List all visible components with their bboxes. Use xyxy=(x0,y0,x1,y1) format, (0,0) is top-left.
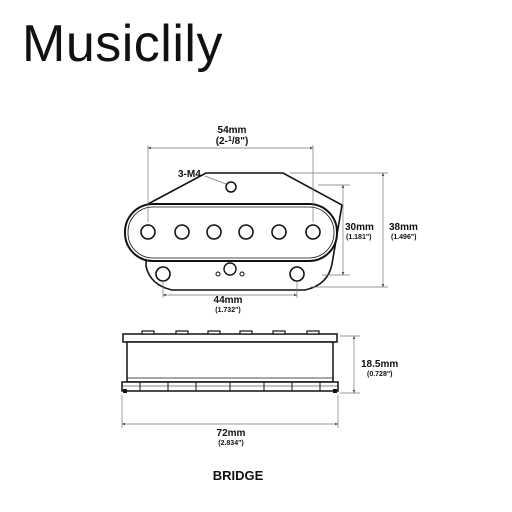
screw-label: 3-M4 xyxy=(178,169,201,180)
height-30-imperial: (1.181") xyxy=(346,234,372,241)
pole-piece xyxy=(174,224,190,240)
pole-piece xyxy=(140,224,156,240)
pole-piece xyxy=(305,224,321,240)
side-dimensions xyxy=(121,335,360,428)
mount-hole-left xyxy=(155,266,171,282)
brand-logo: Musiclily xyxy=(22,15,223,73)
side-baseplate-ticks xyxy=(139,382,321,391)
side-body xyxy=(126,341,334,383)
height-30-metric: 30mm xyxy=(345,222,374,233)
mount-hole-top xyxy=(225,181,237,193)
width-54-metric: 54mm xyxy=(218,125,247,136)
width-72-imperial: (2.834") xyxy=(218,440,244,447)
width-54-imperial: (2-1/8") xyxy=(216,136,249,147)
side-view xyxy=(121,330,339,393)
pickup-body xyxy=(124,203,338,262)
pole-piece xyxy=(271,224,287,240)
side-top-flange xyxy=(122,333,338,343)
small-hole xyxy=(239,271,245,277)
side-pole-tops xyxy=(141,330,320,335)
top-dimensions xyxy=(147,145,388,298)
height-38-imperial: (1.496") xyxy=(391,234,417,241)
height-18-metric: 18.5mm xyxy=(361,359,398,370)
pole-piece xyxy=(206,224,222,240)
height-38-metric: 38mm xyxy=(389,222,418,233)
center-hole xyxy=(223,262,237,276)
width-72-metric: 72mm xyxy=(217,428,246,439)
spacing-44-imperial: (1.732") xyxy=(215,307,241,314)
top-view xyxy=(124,172,343,291)
spacing-44-metric: 44mm xyxy=(214,295,243,306)
caption: BRIDGE xyxy=(213,468,264,483)
mount-hole-right xyxy=(289,266,305,282)
pole-piece xyxy=(238,224,254,240)
pole-pieces xyxy=(140,224,321,240)
height-18-imperial: (0.728") xyxy=(367,371,393,378)
small-hole xyxy=(215,271,221,277)
